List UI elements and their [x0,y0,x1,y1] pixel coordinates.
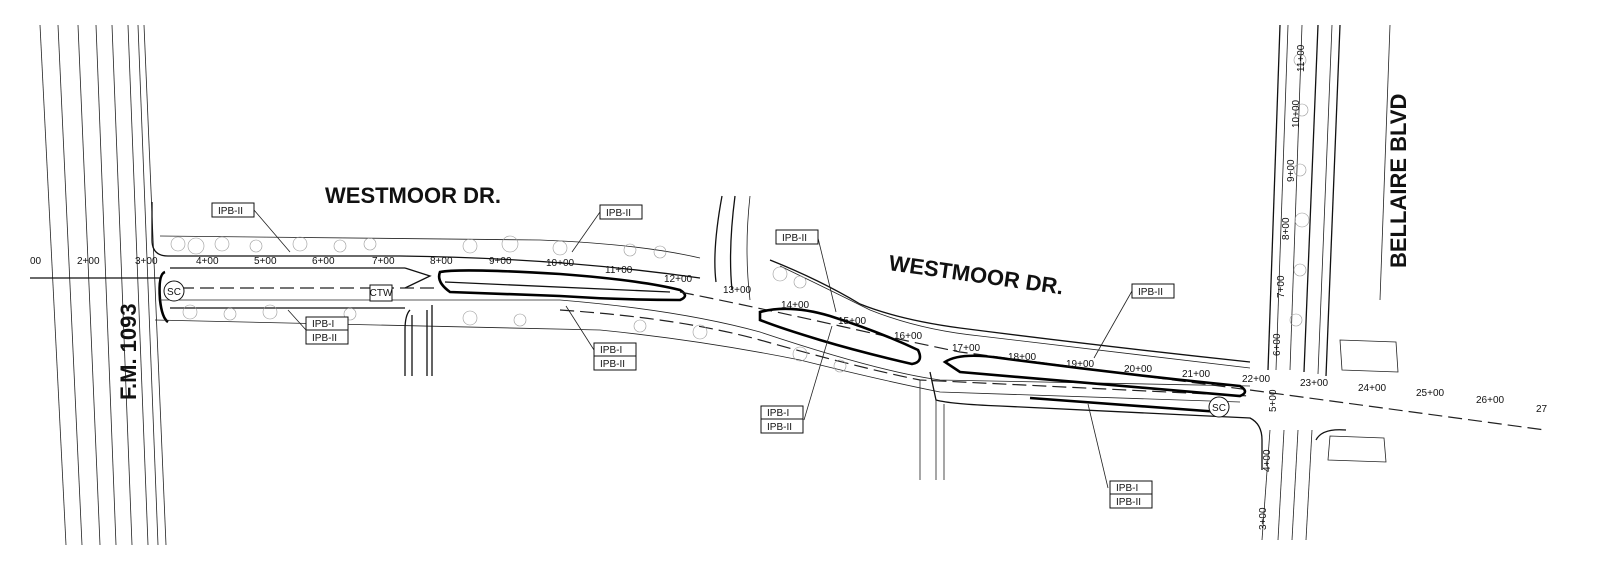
station-label: 7+00 [372,256,395,267]
station-label: 17+00 [952,343,981,354]
station-label: 23+00 [1300,378,1329,389]
tag-line: IPB-II [1138,287,1163,298]
sc-label: SC [1212,403,1226,414]
station-label: 25+00 [1416,388,1445,399]
leader-lines [253,209,1133,489]
station-label: 9+00 [1286,159,1297,182]
station-label: 6+00 [1272,333,1283,356]
station-label: 20+00 [1124,364,1153,375]
station-label: 00 [30,256,42,267]
station-label: 10+00 [1291,99,1302,128]
station-label: 12+00 [664,274,693,285]
tag-line: IPB-I [312,319,334,330]
westmoor-roadway [151,195,1546,480]
westmoor-label-east: WESTMOOR DR. [887,250,1065,299]
ipb-tag: IPB-II [211,202,255,218]
station-label: 13+00 [723,285,752,296]
station-label: 4+00 [196,256,219,267]
fm1093-corridor [39,24,167,546]
ipb-tag: IPB-II [1131,283,1175,299]
station-label: 5+00 [1268,389,1279,412]
tag-line: IPB-I [767,408,789,419]
sc-label: SC [167,287,181,298]
station-label: 6+00 [312,256,335,267]
sc-marker-east: SC [1208,396,1230,418]
station-label: 3+00 [1258,507,1269,530]
station-label: 2+00 [77,256,100,267]
station-label: 15+00 [838,316,867,327]
bellaire-corridor [1261,24,1399,541]
station-label: 10+00 [546,258,575,269]
station-label: 4+00 [1262,449,1273,472]
ipb-tag-double: IPB-I IPB-II [1109,480,1153,509]
tag-line: IPB-II [1116,497,1141,508]
station-label: 7+00 [1276,275,1287,298]
station-label: 16+00 [894,331,923,342]
tag-line: IPB-II [218,206,243,217]
tag-line: IPB-II [606,208,631,219]
bellaire-stationing: 11+00 10+00 9+00 8+00 7+00 6+00 5+00 4+0… [1258,44,1307,530]
westmoor-label-west: WESTMOOR DR. [325,183,501,208]
tag-line: IPB-II [782,233,807,244]
station-label: 24+00 [1358,383,1387,394]
station-label: 11+00 [1296,44,1307,72]
station-label: 11+00 [605,265,633,276]
tag-line: IPB-I [600,345,622,356]
station-label: 9+00 [489,256,512,267]
station-label: 19+00 [1066,359,1095,370]
ctw-marker: CTW [369,284,393,302]
tag-line: IPB-II [312,333,337,344]
station-label: 22+00 [1242,374,1271,385]
station-label: 3+00 [135,256,158,267]
tree-symbols [170,53,1310,373]
tag-line: IPB-II [600,359,625,370]
station-label: 27 [1536,404,1548,415]
ipb-tag-double: IPB-I IPB-II [760,405,804,434]
ctw-label: CTW [370,288,393,299]
bellaire-label: BELLAIRE BLVD [1386,94,1411,268]
tag-line: IPB-I [1116,483,1138,494]
station-label: 5+00 [254,256,277,267]
station-label: 8+00 [430,256,453,267]
station-label: 14+00 [781,300,810,311]
ipb-tag: IPB-II [599,204,643,220]
station-label: 21+00 [1182,369,1211,380]
main-stationing: 00 2+00 3+00 4+00 5+00 6+00 7+00 8+00 9+… [30,256,1548,415]
fm1093-label: F.M. 1093 [116,303,141,400]
tag-line: IPB-II [767,422,792,433]
station-label: 26+00 [1476,395,1505,406]
ipb-tag-double: IPB-I IPB-II [593,342,637,371]
ipb-tag-double: IPB-I IPB-II [305,316,349,345]
station-label: 8+00 [1281,217,1292,240]
sc-marker-west: SC [163,280,185,302]
ipb-tag: IPB-II [775,229,819,245]
station-label: 18+00 [1008,352,1037,363]
